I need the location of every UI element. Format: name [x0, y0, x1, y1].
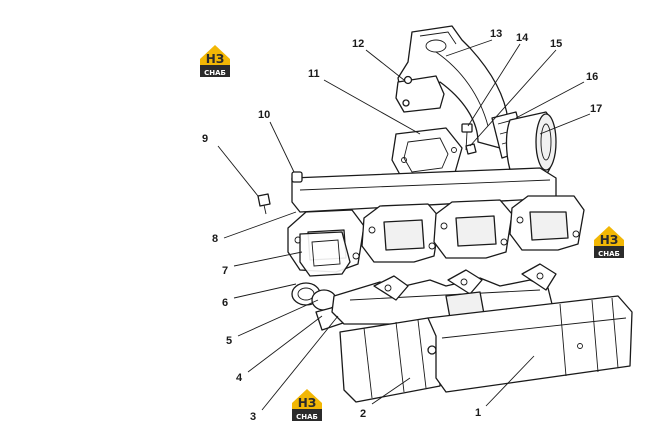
callout-labels: 1 2 3 4 5 6 7 8 9 10 11 12 13 14 15 16 1… [202, 28, 602, 423]
svg-text:НЗ: НЗ [298, 396, 317, 410]
callout-13: 13 [490, 28, 502, 40]
callout-7: 7 [222, 265, 228, 277]
callout-12: 12 [352, 38, 364, 50]
part-1-heat-shield-right [427, 295, 633, 393]
part-13-elbow-pipe [397, 25, 509, 149]
part-2-heat-shield-left [339, 317, 441, 403]
svg-text:СНАБ: СНАБ [598, 250, 620, 258]
watermark-logo-right: НЗ СНАБ [594, 226, 624, 258]
callout-1: 1 [475, 407, 481, 419]
part-8-exhaust-manifold [287, 167, 585, 273]
leader-lines [217, 39, 591, 411]
svg-text:НЗ: НЗ [600, 233, 619, 247]
part-7-manifold-gasket [299, 231, 351, 277]
callout-4: 4 [236, 372, 243, 384]
part-12-flange [395, 75, 445, 113]
callout-3: 3 [250, 411, 256, 423]
callout-17: 17 [590, 103, 602, 115]
callout-9: 9 [202, 133, 208, 145]
callout-14: 14 [516, 32, 529, 44]
callout-6: 6 [222, 297, 228, 309]
callout-11: 11 [308, 68, 320, 80]
callout-15: 15 [550, 38, 562, 50]
callout-2: 2 [360, 408, 366, 420]
svg-text:НЗ: НЗ [206, 52, 225, 66]
watermark-logo-bottom: НЗ СНАБ [292, 389, 322, 421]
svg-text:СНАБ: СНАБ [296, 413, 318, 421]
watermark-logo-top-left: НЗ СНАБ [200, 45, 230, 77]
callout-10: 10 [258, 109, 270, 121]
callout-8: 8 [212, 233, 218, 245]
part-10-plug [291, 171, 303, 183]
part-9-bolt [257, 193, 271, 215]
part-17-flex-pipe [505, 111, 557, 181]
svg-text:СНАБ: СНАБ [204, 69, 226, 77]
callout-16: 16 [586, 71, 598, 83]
callout-5: 5 [226, 335, 232, 347]
